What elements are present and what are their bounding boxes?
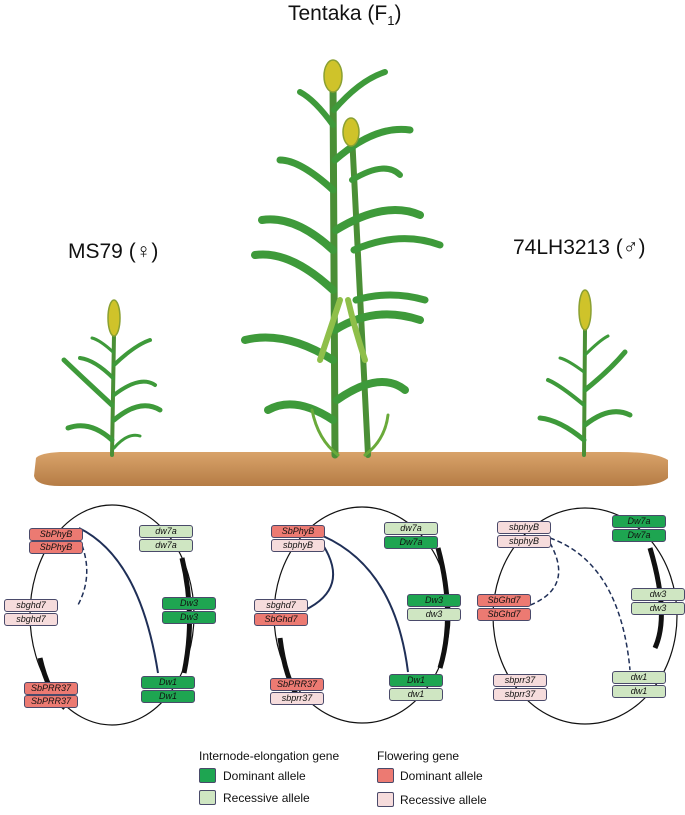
ms79-title: MS79 (♀) <box>68 240 159 263</box>
ms79-plant <box>61 299 163 457</box>
tentaka-title: Tentaka (F1) <box>288 2 402 29</box>
lh3213-title: 74LH3213 (♂) <box>513 236 646 259</box>
tentaka-dw7a-1: dw7a <box>384 522 438 535</box>
chromosome-diagrams <box>29 504 678 726</box>
legend-internode-recessive: Recessive allele <box>223 791 310 805</box>
ms79-phyb-2: SbPhyB <box>29 541 83 554</box>
tentaka-prr37-2: sbprr37 <box>270 692 324 705</box>
soil-bed <box>34 452 668 486</box>
legend-swatch-internode-recessive <box>199 790 216 805</box>
lh3213-dw3-2: dw3 <box>631 602 685 615</box>
ms79-phyb-1: SbPhyB <box>29 528 83 541</box>
tentaka-ghd7-1: sbghd7 <box>254 599 308 612</box>
ms79-dw7a-1: dw7a <box>139 525 193 538</box>
tentaka-prr37-1: SbPRR37 <box>270 678 324 691</box>
lh3213-dw7a-2: Dw7a <box>612 529 666 542</box>
tentaka-dw1-1: Dw1 <box>389 674 443 687</box>
legend-internode-title: Internode-elongation gene <box>199 749 340 763</box>
tentaka-phyb-2: sbphyB <box>271 539 325 552</box>
tentaka-dw3-1: Dw3 <box>407 594 461 607</box>
ms79-dw7a-2: dw7a <box>139 539 193 552</box>
ms79-dw1-2: Dw1 <box>141 690 195 703</box>
lh3213-ghd7-2: SbGhd7 <box>477 608 531 621</box>
tentaka-dw7a-2: Dw7a <box>384 536 438 549</box>
tentaka-dw3-2: dw3 <box>407 608 461 621</box>
lh3213-ghd7-1: SbGhd7 <box>477 594 531 607</box>
ms79-dw3-1: Dw3 <box>162 597 216 610</box>
lh3213-prr37-2: sbprr37 <box>493 688 547 701</box>
lh3213-dw1-1: dw1 <box>612 671 666 684</box>
ms79-dw3-2: Dw3 <box>162 611 216 624</box>
legend-flowering-recessive: Recessive allele <box>400 793 487 807</box>
tentaka-plant <box>241 59 444 459</box>
lh3213-dw3-1: dw3 <box>631 588 685 601</box>
legend-swatch-flowering-dominant <box>377 768 394 783</box>
lh3213-prr37-1: sbprr37 <box>493 674 547 687</box>
plant-illustration <box>34 59 668 486</box>
ms79-prr37-1: SbPRR37 <box>24 682 78 695</box>
legend-flowering-dominant: Dominant allele <box>400 769 483 783</box>
legend-swatch-internode-dominant <box>199 768 216 783</box>
lh3213-dw7a-1: Dw7a <box>612 515 666 528</box>
lh3213-plant <box>537 289 633 457</box>
tentaka-phyb-1: SbPhyB <box>271 525 325 538</box>
ms79-ghd7-2: sbghd7 <box>4 613 58 626</box>
legend-flowering-title: Flowering gene <box>377 749 460 763</box>
ms79-ghd7-1: sbghd7 <box>4 599 58 612</box>
legend-swatch-flowering-recessive <box>377 792 394 807</box>
tentaka-dw1-2: dw1 <box>389 688 443 701</box>
ms79-dw1-1: Dw1 <box>141 676 195 689</box>
ms79-prr37-2: SbPRR37 <box>24 695 78 708</box>
legend-internode-dominant: Dominant allele <box>223 769 306 783</box>
lh3213-phyb-1: sbphyB <box>497 521 551 534</box>
lh3213-phyb-2: sbphyB <box>497 535 551 548</box>
lh3213-dw1-2: dw1 <box>612 685 666 698</box>
tentaka-ghd7-2: SbGhd7 <box>254 613 308 626</box>
